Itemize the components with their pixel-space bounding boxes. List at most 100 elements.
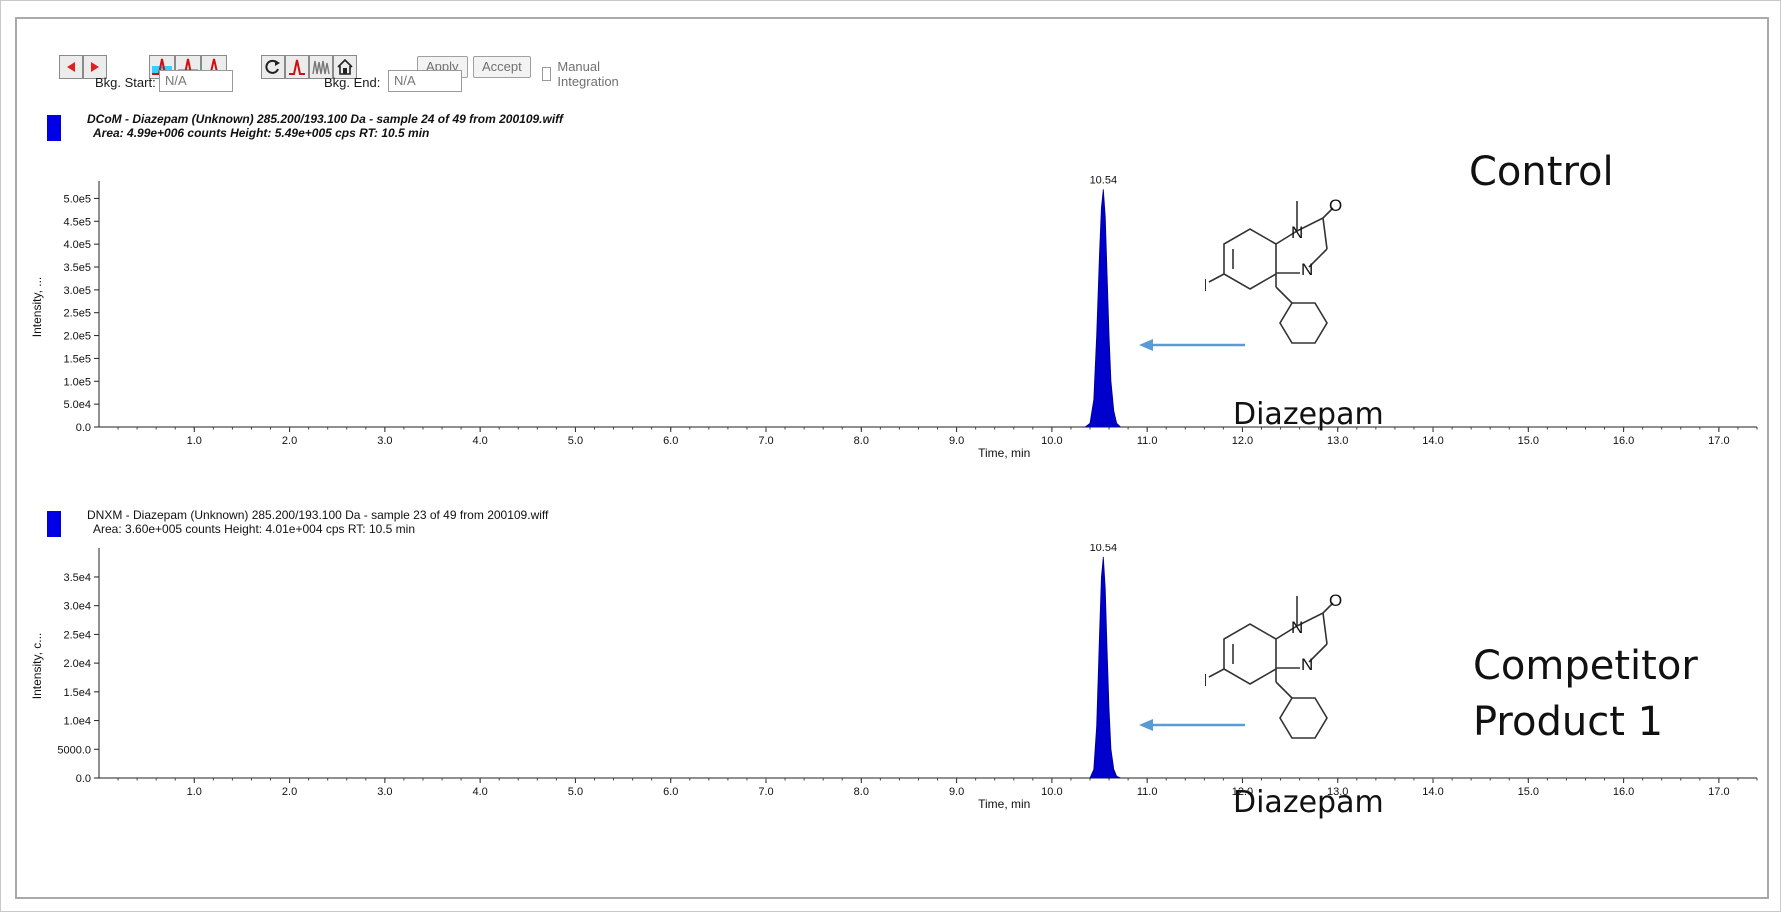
competitor-annotation-line2: Product 1: [1473, 699, 1664, 745]
multi-peak-icon: [312, 60, 330, 75]
x-tick-label: 5.0: [568, 435, 583, 447]
x-tick-label: 10.0: [1041, 786, 1062, 798]
y-tick-label: 4.0e5: [63, 239, 91, 251]
y-tick-label: 5.0e5: [63, 193, 91, 205]
y-tick-label: 0.0: [76, 773, 91, 785]
x-tick-label: 11.0: [1137, 435, 1158, 447]
x-tick-label: 1.0: [187, 786, 202, 798]
atom-o: O: [1329, 196, 1342, 215]
checkbox-box[interactable]: [542, 67, 552, 81]
peak-rt-label: 10.54: [1090, 174, 1118, 186]
x-tick-label: 13.0: [1327, 786, 1348, 798]
y-tick-label: 5000.0: [57, 744, 91, 756]
y-tick-label: 3.5e5: [63, 262, 91, 274]
x-tick-label: 15.0: [1518, 435, 1539, 447]
x-tick-label: 10.0: [1041, 435, 1062, 447]
bkg-start-input[interactable]: N/A: [159, 70, 233, 92]
x-tick-label: 9.0: [949, 435, 964, 447]
x-tick-label: 6.0: [663, 435, 678, 447]
x-tick-label: 4.0: [473, 435, 488, 447]
atom-n2: N: [1301, 655, 1313, 674]
y-tick-label: 1.5e5: [63, 353, 91, 365]
x-axis-label: Time, min: [978, 797, 1030, 811]
y-tick-label: 1.0e4: [63, 716, 91, 728]
manual-integration-checkbox[interactable]: Manual Integration: [542, 59, 623, 89]
y-tick-label: 3.0e4: [63, 601, 91, 613]
x-tick-label: 16.0: [1613, 786, 1634, 798]
x-tick-label: 14.0: [1422, 435, 1443, 447]
y-tick-label: 1.5e4: [63, 687, 91, 699]
x-tick-label: 2.0: [282, 435, 297, 447]
x-tick-label: 8.0: [854, 786, 869, 798]
y-tick-label: 0.0: [76, 422, 91, 434]
peak-rt-label: 10.54: [1090, 544, 1118, 554]
panel2-color-swatch: [47, 511, 61, 537]
next-arrow-button[interactable]: [83, 55, 107, 79]
x-tick-label: 3.0: [377, 435, 392, 447]
x-tick-label: 9.0: [949, 786, 964, 798]
chart-control[interactable]: 1.0 2.0 3.0 4.0 5.0 6.0 7.0 8.0 9.0 10.0 11.0 12.0 1…: [17, 149, 1769, 509]
right-arrow-icon: [91, 62, 99, 72]
single-peak-button[interactable]: [285, 55, 309, 79]
x-tick-label: 8.0: [854, 435, 869, 447]
x-tick-label: 14.0: [1422, 786, 1443, 798]
x-tick-label: 5.0: [568, 786, 583, 798]
home-button[interactable]: [333, 55, 357, 79]
x-tick-label: 13.0: [1327, 435, 1348, 447]
y-tick-label: 1.0e5: [63, 376, 91, 388]
atom-n1: N: [1291, 618, 1303, 637]
x-tick-label: 16.0: [1613, 435, 1634, 447]
x-tick-label: 15.0: [1518, 786, 1539, 798]
left-arrow-icon: [67, 62, 75, 72]
accept-button[interactable]: Accept: [473, 56, 531, 78]
arrow-to-peak-2: [1139, 719, 1245, 731]
atom-n2: N: [1301, 260, 1313, 279]
x-tick-label: 17.0: [1708, 435, 1729, 447]
panel1-stats: Area: 4.99e+006 counts Height: 5.49e+005…: [93, 126, 430, 140]
panel2-stats: Area: 3.60e+005 counts Height: 4.01e+004…: [93, 522, 415, 536]
y-axis-label: Intensity, ...: [30, 277, 44, 337]
control-annotation: Control: [1469, 149, 1614, 195]
peak-area: [1084, 189, 1122, 428]
atom-cl: Cl: [1205, 671, 1207, 690]
x-tick-label: 1.0: [187, 435, 202, 447]
chart-competitor[interactable]: 1.0 2.0 3.0 4.0 5.0 6.0 7.0 8.0 9.0 10.0 11.0 12.0 1…: [17, 544, 1769, 899]
x-tick-label: 4.0: [473, 786, 488, 798]
diazepam-label-2: Diazepam: [1233, 785, 1384, 820]
chromatogram-pane: Apply Accept Manual Integration Bkg. Sta…: [15, 17, 1769, 899]
atom-n1: N: [1291, 223, 1303, 242]
x-tick-label: 3.0: [377, 786, 392, 798]
x-tick-label: 7.0: [758, 435, 773, 447]
x-tick-label: 6.0: [663, 786, 678, 798]
competitor-annotation: Competitor: [1473, 643, 1698, 689]
y-tick-label: 3.5e4: [63, 572, 91, 584]
x-tick-label: 12.0: [1232, 435, 1253, 447]
x-tick-label: 17.0: [1708, 786, 1729, 798]
arrow-to-peak-1: [1139, 339, 1245, 351]
diazepam-label-1: Diazepam: [1233, 397, 1384, 432]
y-axis-label: Intensity, c...: [30, 633, 44, 699]
peak-red-icon: [289, 59, 305, 75]
multi-peak-button[interactable]: [309, 55, 333, 79]
diazepam-structure-1: N O N Cl: [1205, 196, 1342, 344]
y-tick-label: 2.0e5: [63, 331, 91, 343]
refresh-button[interactable]: [261, 55, 285, 79]
panel2-title: DNXM - Diazepam (Unknown) 285.200/193.10…: [87, 508, 549, 522]
bkg-end-input[interactable]: N/A: [388, 70, 462, 92]
y-tick-label: 2.5e4: [63, 629, 91, 641]
y-tick-label: 5.0e4: [63, 399, 91, 411]
x-tick-label: 2.0: [282, 786, 297, 798]
home-icon: [337, 58, 353, 75]
bkg-end-label: Bkg. End:: [324, 75, 381, 90]
panel1-color-swatch: [47, 115, 61, 141]
x-tick-label: 12.0: [1232, 786, 1253, 798]
refresh-icon: [265, 59, 280, 74]
panel1-title: DCoM - Diazepam (Unknown) 285.200/193.10…: [87, 112, 563, 126]
prev-arrow-button[interactable]: [59, 55, 83, 79]
x-tick-label: 11.0: [1137, 786, 1158, 798]
x-tick-label: 7.0: [758, 786, 773, 798]
y-tick-label: 4.5e5: [63, 216, 91, 228]
diazepam-structure-2: N O N Cl: [1205, 591, 1342, 739]
y-tick-label: 2.0e4: [63, 658, 91, 670]
